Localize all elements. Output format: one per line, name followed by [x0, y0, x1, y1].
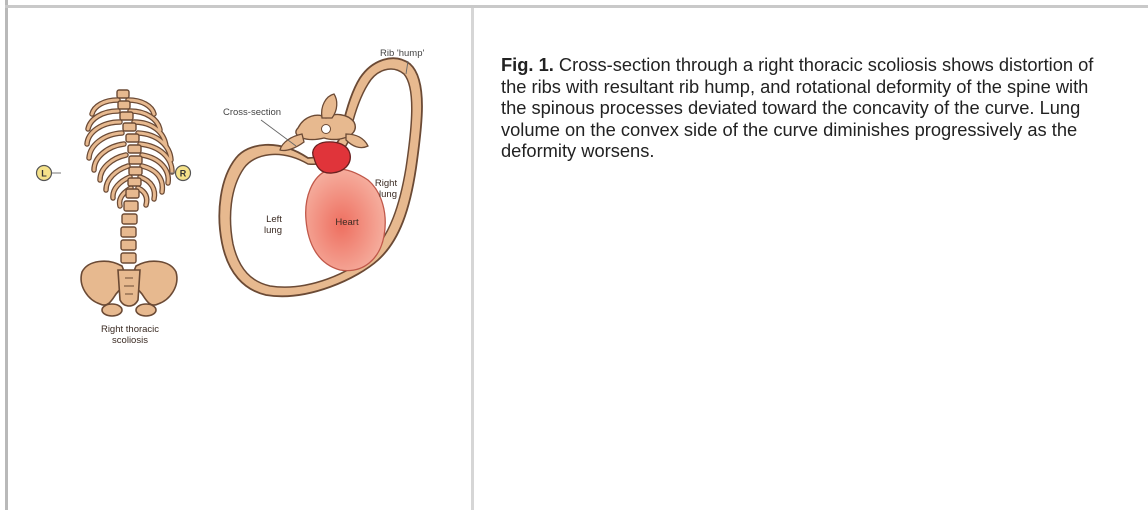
figure-caption: Fig. 1. Cross-section through a right th…	[501, 54, 1111, 162]
left-marker-label: L	[41, 169, 47, 179]
rib-hump-label: Rib 'hump'	[380, 48, 424, 59]
left-marker-icon	[37, 166, 62, 181]
right-marker-label: R	[180, 169, 187, 179]
spine-label-line2: scoliosis	[112, 335, 148, 346]
caption-text: Cross-section through a right thoracic s…	[501, 54, 1093, 161]
right-lung-label-line2: lung	[379, 189, 397, 200]
left-lung-label-line2: lung	[264, 225, 282, 236]
left-lung-label-line1: Left	[266, 214, 282, 225]
right-lung-label-line1: Right	[375, 178, 398, 189]
caption-figure-label: Fig. 1.	[501, 54, 554, 75]
cross-section-leader-line	[261, 120, 296, 146]
scoliosis-illustration: L R Right thoracic scoliosis	[8, 8, 471, 510]
ribcage-figure	[81, 90, 177, 316]
heart-label: Heart	[335, 217, 359, 228]
cross-section-label: Cross-section	[223, 107, 281, 118]
spine-label-line1: Right thoracic	[101, 324, 159, 335]
figure-panel: L R Right thoracic scoliosis	[8, 8, 471, 510]
vertebral-body	[313, 142, 351, 173]
column-divider	[471, 8, 474, 510]
